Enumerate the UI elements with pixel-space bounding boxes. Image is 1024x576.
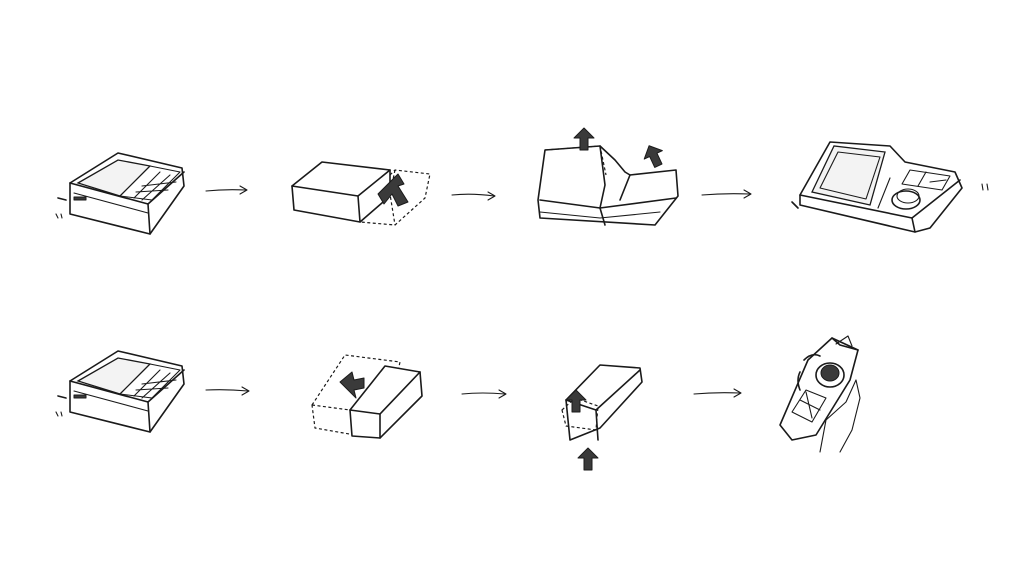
connector-arrow-6 xyxy=(693,388,742,398)
connector-arrow-4 xyxy=(205,386,250,396)
step-device-closed-bottom xyxy=(55,350,185,433)
connector-arrow-3 xyxy=(701,189,752,199)
connector-arrow-5 xyxy=(461,389,507,399)
connector-arrow-2 xyxy=(451,191,496,201)
step-unfold-panels xyxy=(537,127,679,226)
step-handheld-controller xyxy=(779,335,861,453)
connector-arrow-1 xyxy=(205,185,248,195)
step-lift-module xyxy=(561,364,643,471)
step-slide-module-out xyxy=(311,354,423,439)
step-device-expanded xyxy=(791,141,989,233)
step-slide-panel-out xyxy=(291,161,431,226)
step-device-closed-top xyxy=(55,152,185,235)
